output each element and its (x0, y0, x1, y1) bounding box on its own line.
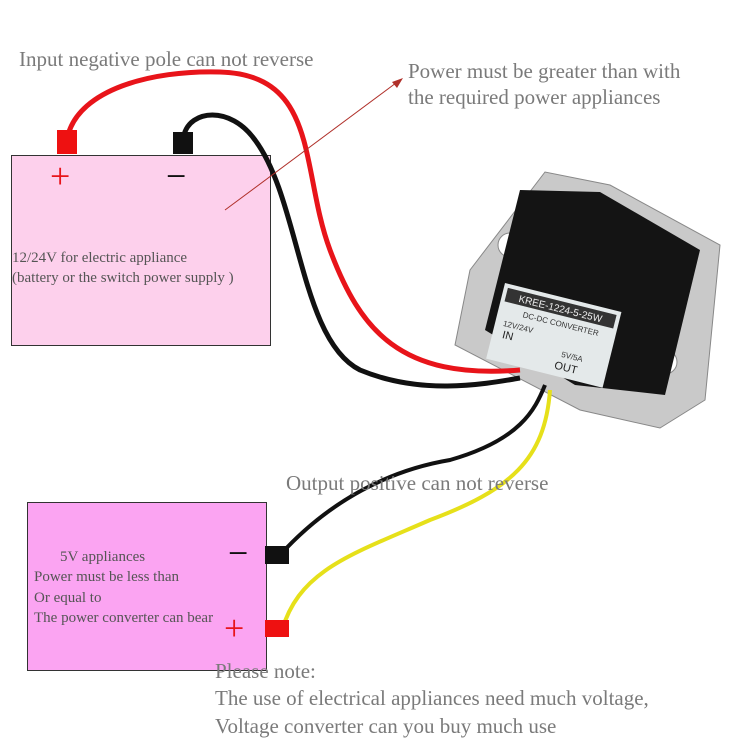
load-line3: Or equal to (34, 590, 102, 606)
output-warning: Output positive can not reverse (286, 471, 549, 495)
source-minus: − (166, 156, 187, 196)
yellow-wire (280, 389, 552, 631)
power-note-line1: Power must be greater than with (408, 59, 681, 83)
annotation-arrow (224, 79, 401, 211)
note-line1: The use of electrical appliances need mu… (215, 686, 649, 710)
note-line2: Voltage converter can you buy much use (215, 714, 557, 738)
load-box (27, 502, 267, 671)
load-plus: + (224, 608, 245, 648)
load-line4: The power converter can bear (34, 610, 214, 626)
load-line2: Power must be less than (34, 569, 179, 585)
load-negative-terminal (265, 546, 289, 564)
load-line1: 5V appliances (60, 549, 146, 565)
load-positive-terminal (265, 620, 289, 637)
converter-input-label: IN (501, 329, 515, 343)
source-box (11, 155, 271, 346)
source-plus: + (50, 156, 71, 196)
red-wire (65, 69, 521, 374)
converter-output-label: OUT (553, 360, 579, 377)
black-wire-input (181, 112, 521, 389)
negative-terminal (173, 132, 193, 154)
input-warning: Input negative pole can not reverse (19, 47, 314, 71)
black-wire-output (278, 384, 547, 557)
source-line2: (battery or the switch power supply ) (12, 270, 234, 286)
power-note-line2: the required power appliances (408, 85, 661, 109)
load-minus: − (228, 533, 249, 573)
please-note: Please note: (215, 659, 316, 683)
positive-terminal (57, 130, 77, 154)
converter-module: KREE-1224-5-25W DC-DC CONVERTER 12V/24V … (454, 171, 721, 429)
arrow-head (392, 78, 403, 88)
source-line1: 12/24V for electric appliance (12, 250, 188, 266)
